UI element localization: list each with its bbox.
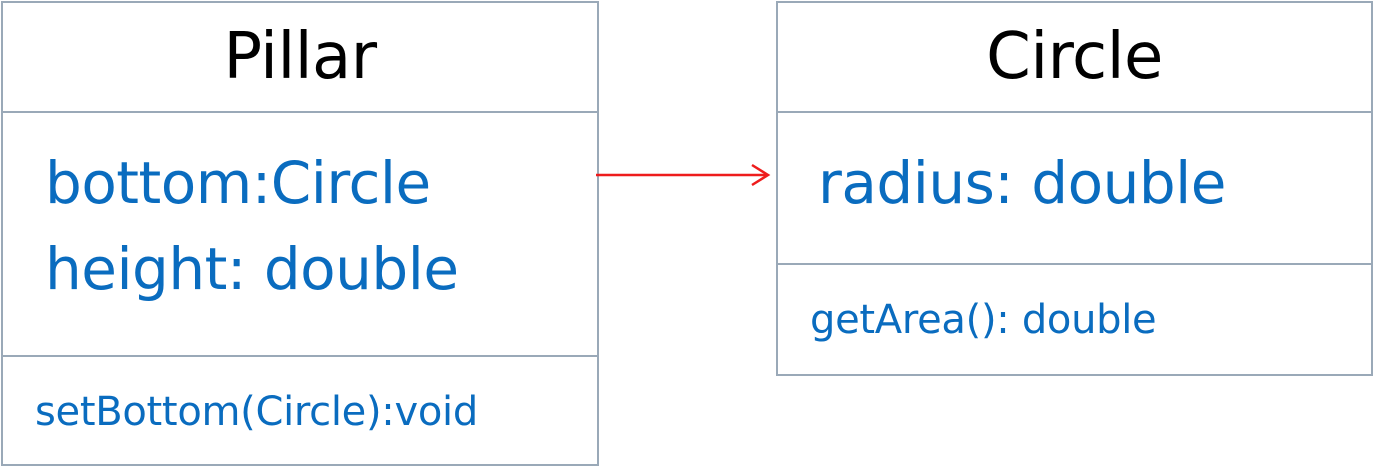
pillar-class-name-section: Pillar xyxy=(3,3,597,113)
circle-methods-section: getArea(): double xyxy=(778,265,1371,374)
association-arrow xyxy=(596,163,771,187)
pillar-class-name: Pillar xyxy=(223,20,377,94)
pillar-attributes-section: bottom:Circle height: double xyxy=(3,113,597,357)
circle-attributes-section: radius: double xyxy=(778,113,1371,265)
circle-class-box: Circle radius: double getArea(): double xyxy=(776,1,1373,376)
pillar-attribute-height: height: double xyxy=(45,235,459,303)
pillar-method-setbottom: setBottom(Circle):void xyxy=(35,389,478,435)
pillar-methods-section: setBottom(Circle):void xyxy=(3,357,597,466)
circle-class-name: Circle xyxy=(986,20,1163,94)
pillar-attribute-bottom: bottom:Circle xyxy=(45,149,431,217)
circle-attribute-radius: radius: double xyxy=(818,149,1226,217)
arrow-head xyxy=(751,163,771,187)
circle-class-name-section: Circle xyxy=(778,3,1371,113)
pillar-class-box: Pillar bottom:Circle height: double setB… xyxy=(1,1,599,466)
circle-method-getarea: getArea(): double xyxy=(810,297,1157,343)
